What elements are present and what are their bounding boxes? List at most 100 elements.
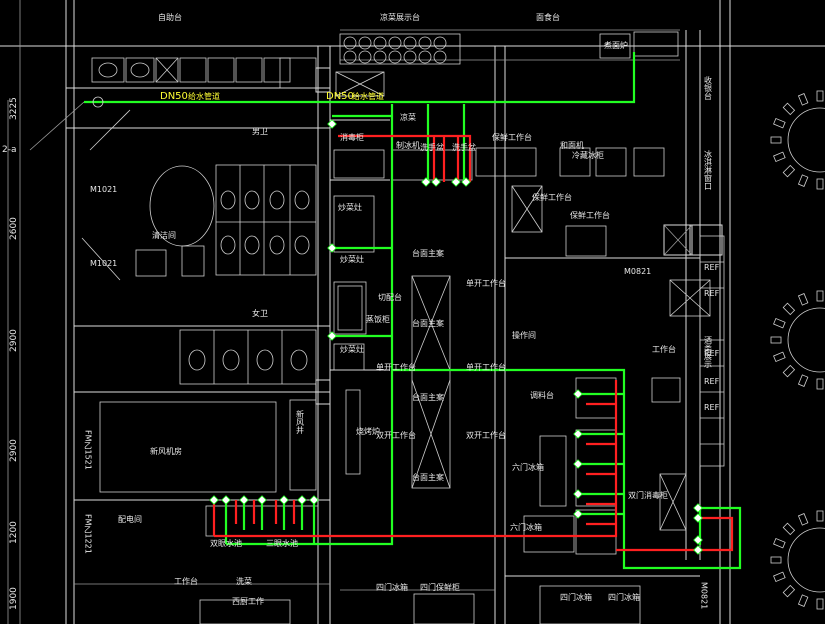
seat	[797, 594, 809, 607]
label-ref1: REF	[704, 263, 720, 272]
label-main-table: 台面主案	[412, 248, 444, 258]
valve-marker	[327, 119, 337, 129]
label-prep-table: 制冰机	[396, 140, 420, 150]
label-autotable: 自助台	[158, 12, 182, 22]
label-main-table4: 台面主案	[412, 472, 444, 482]
valve-marker	[573, 429, 583, 439]
label-door-m1021a: M1021	[90, 185, 117, 194]
valve-marker	[693, 513, 703, 523]
display-bowl	[388, 36, 402, 50]
label-double-table: 双开工作台	[376, 430, 416, 440]
label-noodle-stove: 煮面炉	[604, 40, 628, 50]
display-bowl	[343, 50, 357, 64]
label-wine-display: 酒类展示	[704, 336, 713, 368]
seat	[773, 537, 786, 549]
dim-1900: 1900	[9, 587, 19, 610]
valve-marker	[693, 535, 703, 545]
label-work-table2: 工作台	[174, 576, 198, 586]
label-fry-pan2: 炒菜灶	[340, 254, 364, 264]
seat	[773, 117, 786, 129]
label-triple-sink: 三眼水池	[266, 538, 298, 548]
label-elec-room: 配电间	[118, 514, 142, 524]
label-receive: 收银台	[704, 75, 713, 101]
valve-marker	[451, 177, 461, 187]
label-and-noodle: 和面机	[560, 140, 584, 150]
seat	[782, 302, 796, 316]
label-sink1: 洗手盆	[420, 142, 444, 152]
seat	[782, 102, 796, 116]
seat	[782, 364, 796, 378]
label-work-table: 工作台	[652, 344, 676, 354]
hot-water-pipes	[212, 134, 734, 552]
label-double-wash: 双门消毒柜	[628, 490, 668, 500]
valve-marker	[279, 495, 289, 505]
seat	[782, 584, 796, 598]
seat	[770, 136, 782, 144]
label-dn50-left: DN50	[160, 91, 188, 102]
display-bowl	[418, 50, 432, 64]
seating	[770, 90, 825, 610]
display-bowl	[403, 36, 417, 50]
label-door-m1021b: M1021	[90, 259, 117, 268]
label-noodle-prep: 面食台	[536, 12, 560, 22]
label-fry-pan1: 炒菜灶	[338, 202, 362, 212]
label-single-table2: 单开工作台	[376, 362, 416, 372]
display-bowl	[358, 36, 372, 50]
label-dn50-right: DN50	[326, 91, 354, 102]
seat	[816, 510, 824, 522]
valve-marker	[309, 495, 319, 505]
valve-marker	[573, 489, 583, 499]
riser-symbol	[92, 96, 104, 108]
valve-marker	[221, 495, 231, 505]
label-four-door2: 四门冰箱	[560, 592, 592, 602]
seat	[773, 571, 786, 583]
label-seasoning: 调料台	[530, 390, 554, 400]
toilet-fixtures	[81, 57, 317, 493]
display-bowl	[373, 50, 387, 64]
label-single-table3: 单开工作台	[466, 362, 506, 372]
label-cold-display: 凉菜展示台	[380, 12, 420, 22]
seat	[816, 378, 824, 390]
label-door-fm1221: FM乙1221	[84, 514, 93, 554]
dimension-column: 3225 2600 2900 2900 1200 1900 2-a	[2, 97, 85, 624]
display-bowl	[373, 36, 387, 50]
label-dn50-tag-left: 给水管道	[188, 91, 220, 101]
label-double-table2: 双开工作台	[466, 430, 506, 440]
display-bowl	[388, 50, 402, 64]
valve-marker	[431, 177, 441, 187]
label-ice-machine: 冷藏冰柜	[572, 150, 604, 160]
label-fresh-table2: 保鲜工作台	[532, 192, 572, 202]
dim-2600: 2600	[9, 217, 19, 240]
label-west-cook: 西厨工作	[232, 596, 264, 606]
label-wash-cab: 消毒柜	[340, 132, 364, 142]
label-ref4: REF	[704, 377, 720, 386]
seat	[797, 513, 809, 526]
label-dish-wash: 洗菜	[236, 576, 252, 586]
label-ref3: REF	[704, 349, 720, 358]
seat	[770, 336, 782, 344]
valve-marker	[297, 495, 307, 505]
label-ice-window: 冰淇淋窗口	[704, 149, 713, 190]
valves	[92, 96, 703, 555]
valve-marker	[239, 495, 249, 505]
label-single-table1: 单开工作台	[466, 278, 506, 288]
display-bowl	[358, 50, 372, 64]
valve-marker	[327, 331, 337, 341]
label-six-door2: 六门冰箱	[510, 522, 542, 532]
label-main-table2: 台面主案	[412, 318, 444, 328]
label-ref5: REF	[704, 403, 720, 412]
label-fry-pan3: 炒菜灶	[340, 344, 364, 354]
label-operation: 操作间	[512, 330, 536, 340]
seat	[773, 151, 786, 163]
dim-2900a: 2900	[9, 329, 19, 352]
valve-marker	[327, 243, 337, 253]
label-steam-cab: 蒸饭柜	[366, 314, 390, 324]
dim-1200: 1200	[9, 521, 19, 544]
cold-water-pipes	[84, 52, 742, 570]
seat	[816, 598, 824, 610]
seat	[816, 290, 824, 302]
label-door-m0821b: M0821	[700, 582, 709, 609]
round-table	[787, 527, 825, 593]
